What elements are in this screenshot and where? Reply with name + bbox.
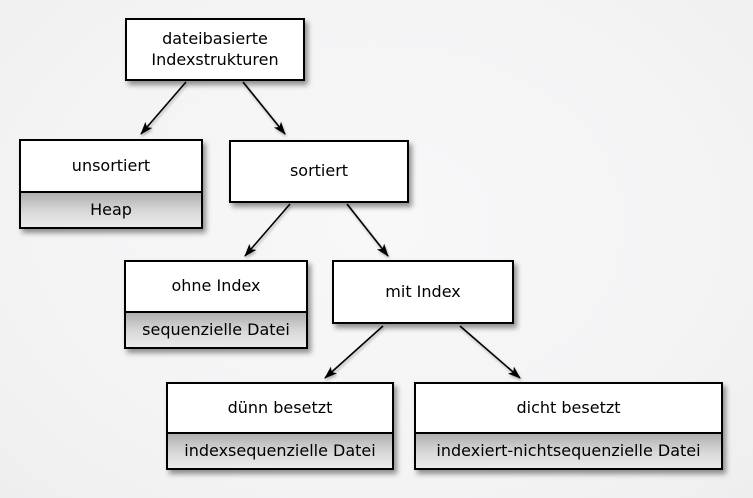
node-unsortiert-label: unsortiert xyxy=(71,155,151,175)
node-sortiert: sortiert xyxy=(229,140,409,203)
node-dicht-besetzt-sublabel: indexiert-nichtsequenzielle Datei xyxy=(416,432,721,468)
node-ohne-index-sublabel: sequenzielle Datei xyxy=(126,311,306,347)
edge-mit-index-duenn xyxy=(324,325,384,379)
node-mit-index-label: mit Index xyxy=(385,281,461,301)
node-mit-index: mit Index xyxy=(332,260,514,324)
node-dicht-besetzt-label: dicht besetzt xyxy=(516,397,621,417)
node-root: dateibasierte Indexstrukturen xyxy=(125,18,305,81)
node-duenn-besetzt: dünn besetzt indexsequenzielle Datei xyxy=(166,382,394,470)
node-ohne-index: ohne Index sequenzielle Datei xyxy=(124,260,308,349)
edge-sortiert-mit-index xyxy=(346,203,389,257)
node-ohne-index-label: ohne Index xyxy=(171,276,261,296)
node-duenn-besetzt-sublabel: indexsequenzielle Datei xyxy=(168,432,392,468)
node-unsortiert-sublabel: Heap xyxy=(21,191,201,227)
edge-root-unsortiert xyxy=(140,81,187,135)
node-duenn-besetzt-label: dünn besetzt xyxy=(227,397,333,417)
node-sortiert-label: sortiert xyxy=(289,161,349,181)
edge-sortiert-ohne-index xyxy=(244,203,291,257)
edge-mit-index-dicht xyxy=(459,325,521,379)
edge-root-sortiert xyxy=(242,81,286,135)
node-root-label: dateibasierte Indexstrukturen xyxy=(151,28,279,69)
node-unsortiert: unsortiert Heap xyxy=(19,139,203,229)
node-dicht-besetzt: dicht besetzt indexiert-nichtsequenziell… xyxy=(414,382,723,470)
